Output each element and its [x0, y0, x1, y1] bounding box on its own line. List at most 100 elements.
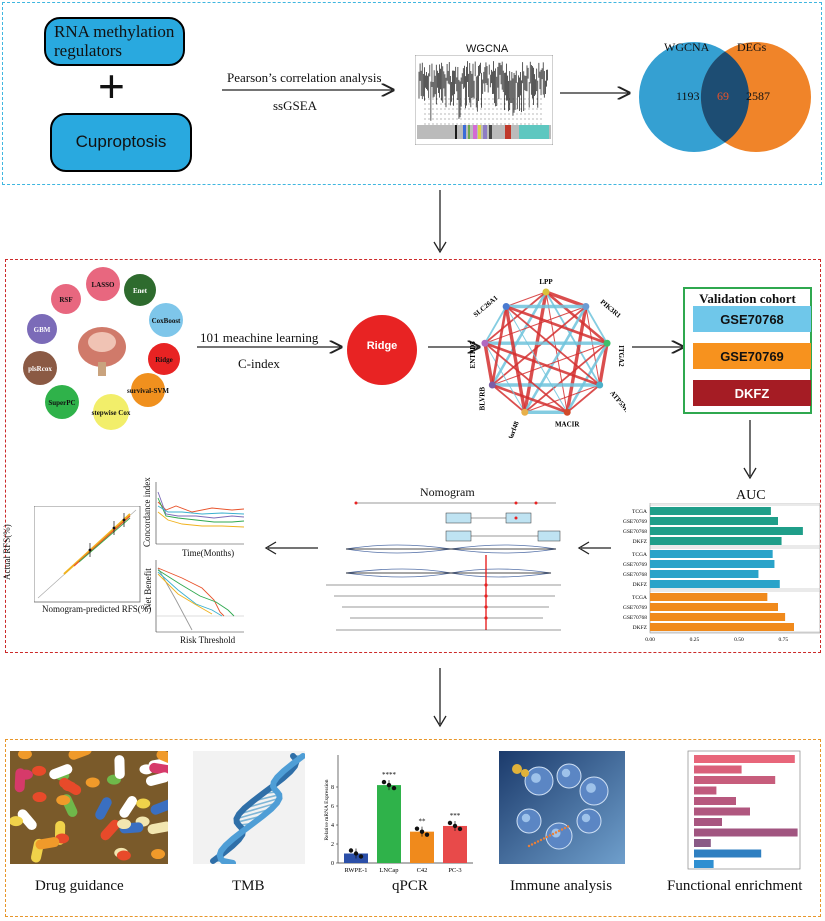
- enrich-bar: [694, 786, 717, 795]
- dendro-dot: [540, 113, 542, 115]
- pill-tablet: [117, 819, 132, 830]
- calib-point: [112, 526, 116, 530]
- qpcr-category-label: PC-3: [448, 867, 461, 874]
- cindex-line: [157, 511, 245, 528]
- cytokine: [557, 829, 561, 833]
- dna-strand: [210, 753, 300, 864]
- dendro-dot: [456, 118, 458, 120]
- cindex-line: [157, 505, 245, 515]
- module-color: [473, 125, 477, 139]
- enrich-bar: [694, 860, 714, 868]
- algorithm-label: SuperPC: [48, 399, 75, 407]
- antigen: [521, 769, 529, 777]
- cindex-line: [157, 491, 245, 519]
- dendro-dot: [428, 123, 430, 125]
- dendro-dot: [516, 118, 518, 120]
- dendro-dot: [448, 103, 450, 105]
- cindex-label: C-index: [238, 356, 280, 371]
- cindex-ylabel: Concordance index: [142, 477, 152, 547]
- auc-row-label: GSE70769: [623, 519, 647, 525]
- algorithm-circle: [27, 314, 57, 344]
- top-arrows: [222, 0, 825, 190]
- dendro-dot: [424, 98, 426, 100]
- nomogram-box: [505, 512, 532, 524]
- caption-qpcr: qPCR: [392, 878, 428, 894]
- network-node: [521, 408, 529, 416]
- plus-sign: +: [98, 60, 125, 112]
- dendro-dot: [444, 113, 446, 115]
- calibration-ylabel: Actual RFS(%): [2, 524, 12, 580]
- dendro-dot: [496, 123, 498, 125]
- pill-capsule: [149, 762, 168, 776]
- network-edge: [484, 342, 601, 387]
- network-edge: [491, 305, 587, 386]
- dendro-dot: [520, 108, 522, 110]
- dendro-dot: [484, 113, 486, 115]
- auc-row-label: DKFZ: [633, 539, 648, 545]
- immune-cell-nucleus: [531, 773, 541, 783]
- dca-xlabel: Risk Threshold: [180, 635, 236, 645]
- dca-line: [157, 571, 223, 617]
- venn-overlap: [700, 51, 750, 143]
- qpcr-significance: **: [419, 818, 427, 826]
- dendro-dot: [528, 103, 530, 105]
- auc-bar: [650, 537, 782, 545]
- dendro-dot: [436, 108, 438, 110]
- dendro-dot: [492, 98, 494, 100]
- caption-functional-enrichment: Functional enrichment: [667, 878, 803, 894]
- algorithm-circle: [23, 351, 57, 385]
- dendro-dot: [468, 98, 470, 100]
- ridge-circle: [347, 315, 417, 385]
- ridge-label: Ridge: [366, 340, 398, 352]
- venn-right-label: DEGs: [737, 40, 767, 54]
- dca-all-line: [157, 567, 193, 631]
- immune-cell-nucleus: [561, 768, 571, 778]
- dendro-dot: [524, 103, 526, 105]
- cytokine: [545, 835, 549, 839]
- dendro-dot: [448, 98, 450, 100]
- module-color: [519, 125, 549, 139]
- dendro-dot: [424, 123, 426, 125]
- dendro-dot: [516, 123, 518, 125]
- network-node: [603, 339, 611, 347]
- algorithm-ring: LASSORSFEnetCoxBoostGBMRidgeplsRcoxsurvi…: [23, 267, 183, 430]
- network-edge: [491, 306, 508, 386]
- rna-methylation-label: RNA methylation regulators: [54, 21, 175, 60]
- network-gene-label: MACIR: [555, 420, 580, 428]
- algorithm-circle: [149, 303, 183, 337]
- dendro-dot: [480, 118, 482, 120]
- cohort-dkfz: DKFZ: [693, 380, 811, 406]
- algorithm-label: RSF: [59, 296, 72, 304]
- network-edge: [524, 342, 608, 413]
- dendro-dot: [480, 98, 482, 100]
- auc-row-label: GSE70769: [623, 562, 647, 568]
- auc-tick-label: 0.25: [690, 637, 700, 643]
- qpcr-ylabel: Relative mRNA Expression: [324, 779, 330, 840]
- dendro-dot: [436, 103, 438, 105]
- dendro-dot: [512, 123, 514, 125]
- calib-point: [88, 548, 92, 552]
- auc-row-label: DKFZ: [633, 582, 648, 588]
- dendro-dot: [532, 118, 534, 120]
- dca-line: [157, 573, 213, 615]
- dendro-dot: [428, 118, 430, 120]
- cindex-xlabel: Time(Months): [182, 548, 235, 558]
- calibration-xlabel: Nomogram-predicted RFS(%): [42, 604, 152, 614]
- qpcr-dot: [452, 823, 458, 829]
- prostate-icon-inner: [88, 332, 116, 352]
- module-color: [463, 125, 466, 139]
- algorithm-circle: [51, 284, 81, 314]
- algorithm-label: GBM: [34, 326, 51, 334]
- pill-capsule: [49, 764, 73, 780]
- dendro-dot: [492, 108, 494, 110]
- dendro-dot: [440, 123, 442, 125]
- cindex-line: [157, 501, 245, 513]
- dendro-dot: [488, 98, 490, 100]
- cytokine: [539, 838, 543, 842]
- dendro-dot: [504, 98, 506, 100]
- dendro-dot: [524, 123, 526, 125]
- dendro-dot: [460, 113, 462, 115]
- dendro-dot: [464, 108, 466, 110]
- auc-title: AUC: [736, 488, 766, 503]
